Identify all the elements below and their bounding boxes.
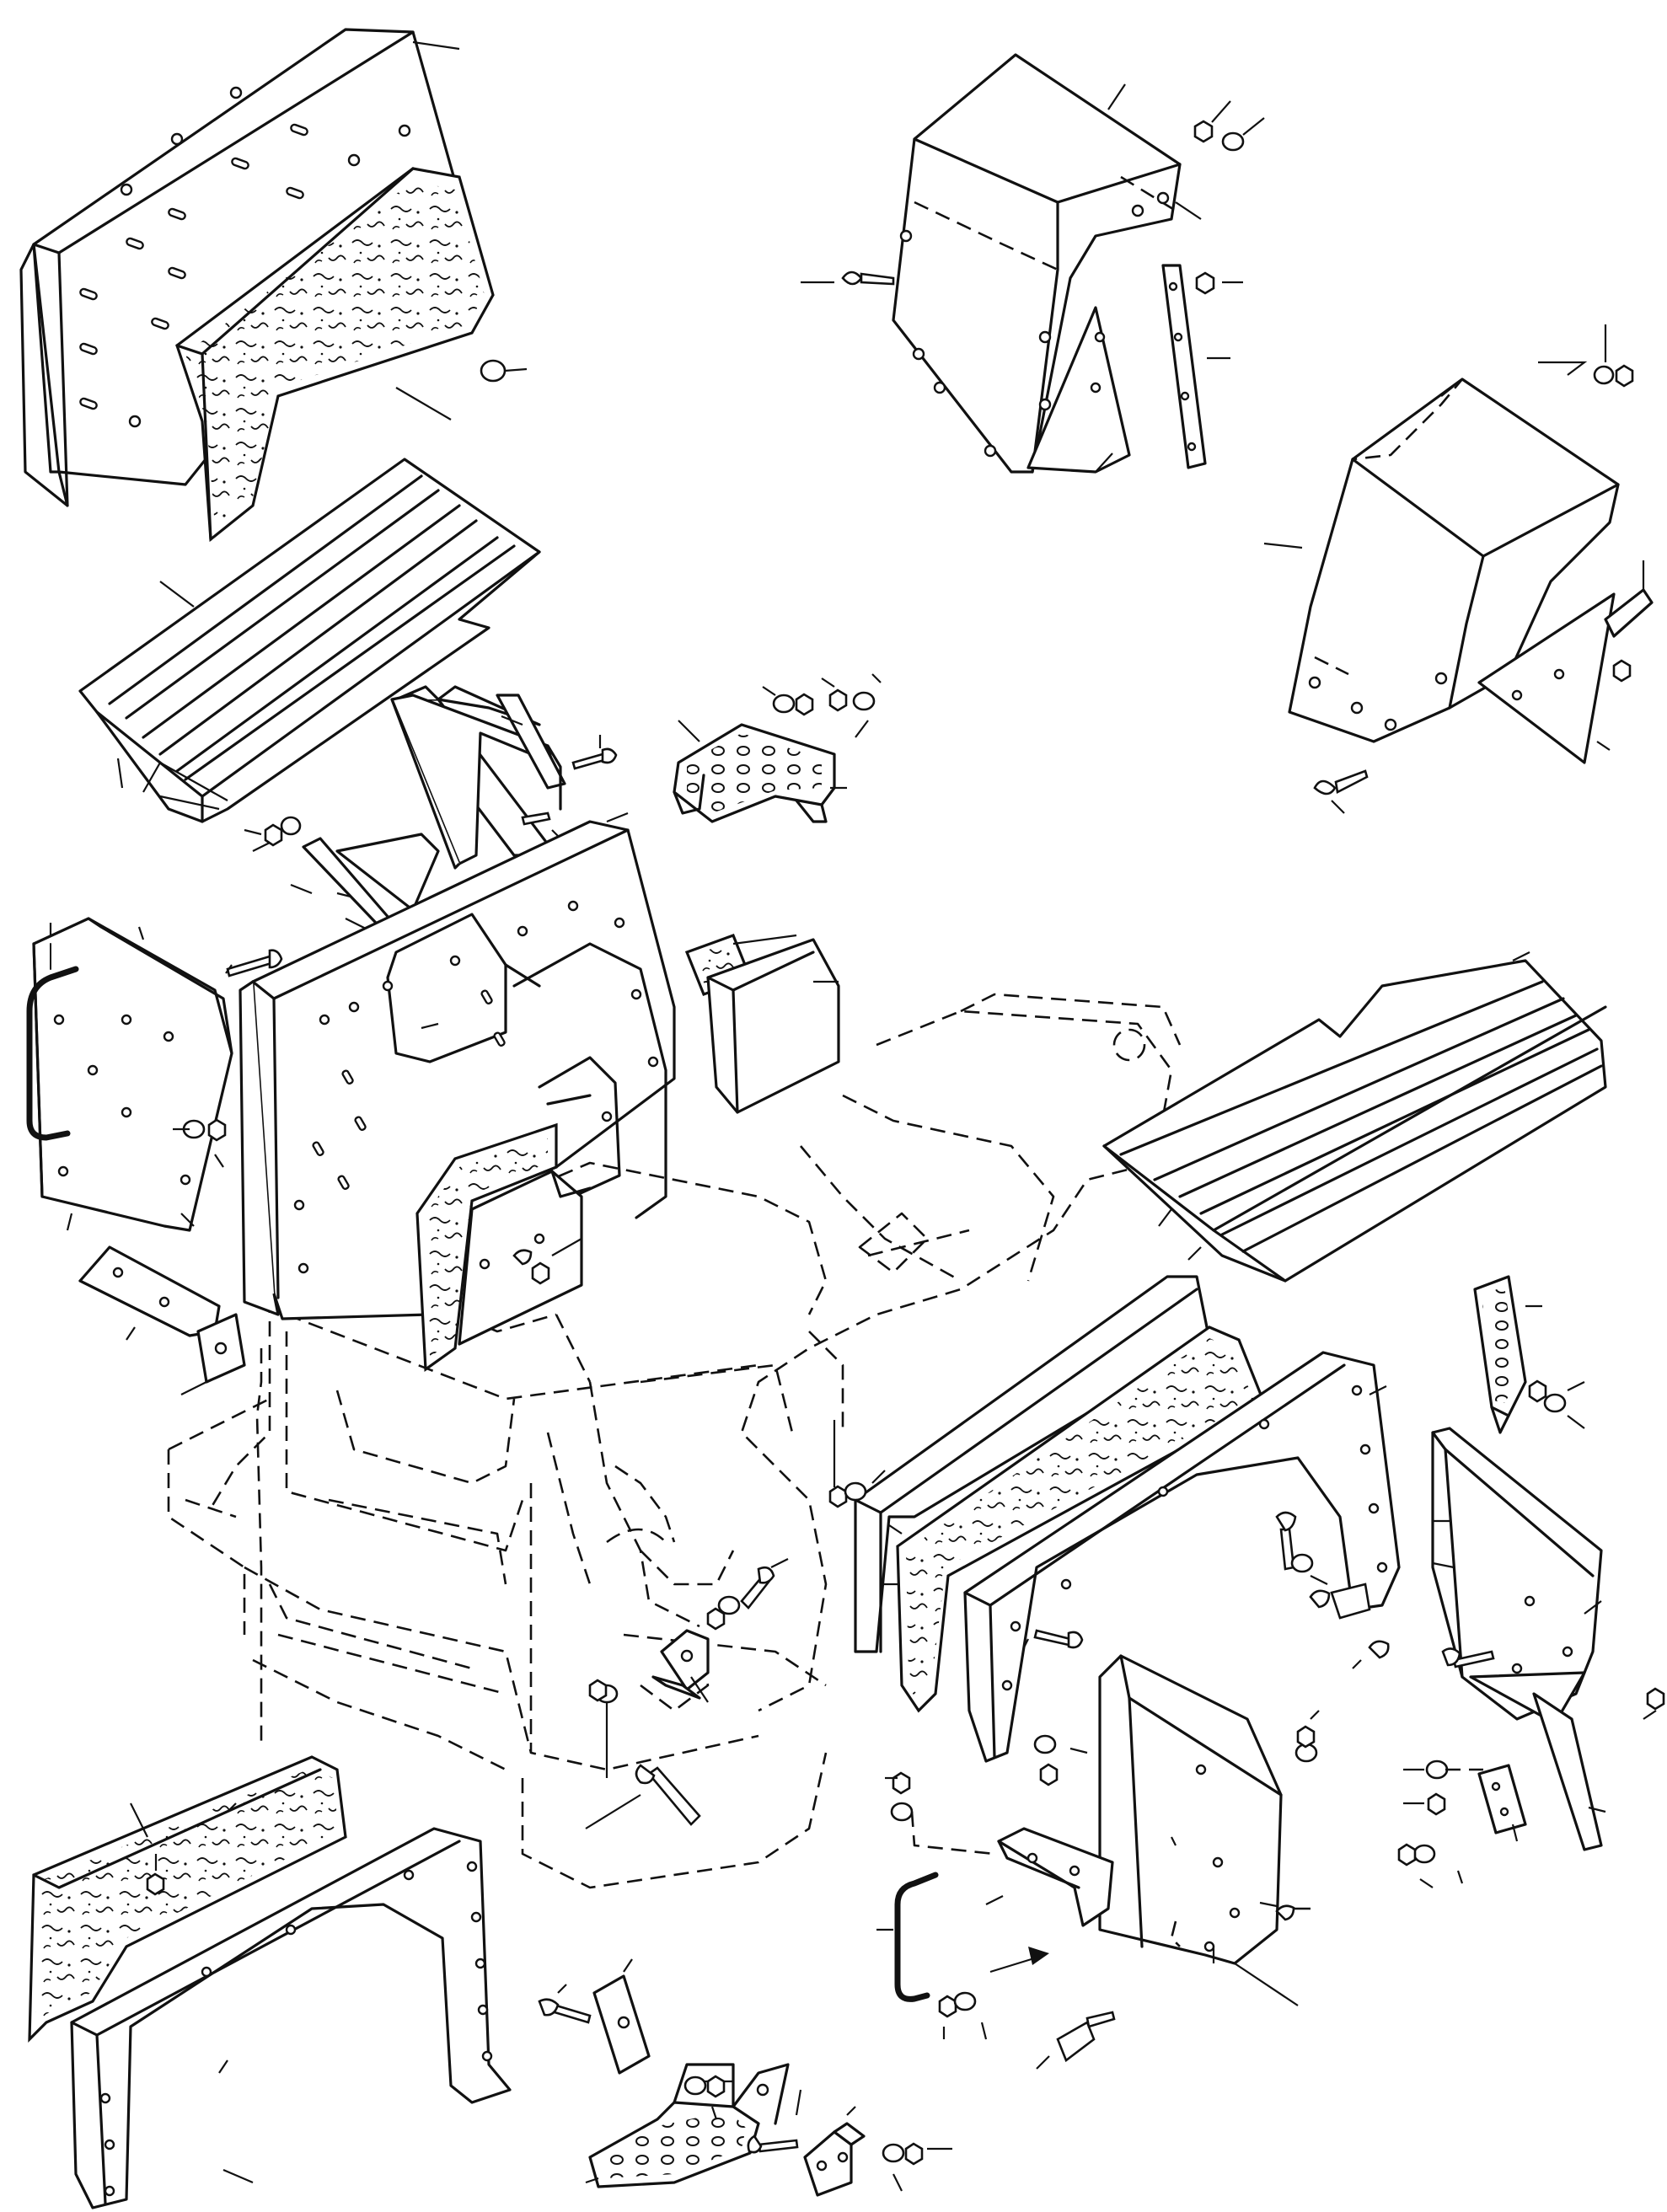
lower-right-handle — [876, 1872, 939, 2002]
panel-slots — [79, 86, 453, 428]
center-nut-washer-2 — [244, 816, 302, 852]
top-left-side-panel — [19, 28, 486, 507]
top-center-cover — [892, 53, 1202, 474]
center-channel-bracket — [390, 694, 566, 870]
main-panel-stiffener — [706, 938, 840, 1114]
right-rail-nut — [828, 1470, 903, 1534]
left-door-panel — [32, 917, 233, 1232]
top-left-foam-pad — [175, 167, 495, 543]
bottom-angle-bracket — [803, 2106, 866, 2197]
top-right-gusset — [1477, 592, 1616, 764]
lower-right-nut-washers — [885, 1710, 1320, 2040]
right-side-nut-washers — [1397, 1687, 1665, 1888]
right-step-plate — [1473, 1275, 1585, 1434]
lower-left-nut — [146, 1854, 165, 1896]
left-bracket-angle — [78, 1245, 246, 1395]
main-panel-side-bracket — [458, 1170, 592, 1346]
center-step-plate — [673, 720, 847, 823]
arrow-indicator — [989, 1947, 1049, 1974]
lower-right-side-panel — [1098, 1654, 1299, 2006]
lower-right-bracket — [985, 1827, 1114, 1927]
lower-left-foam — [28, 1755, 347, 2043]
right-fender-foam — [881, 1326, 1267, 1713]
center-nut-washer-set — [762, 673, 882, 738]
bottom-nut-washer-2 — [882, 2142, 952, 2192]
bottom-bolt-1 — [538, 1984, 592, 2024]
right-side-bolt — [1441, 1647, 1495, 1668]
right-side-gusset — [1469, 1671, 1606, 1851]
door-handle — [26, 943, 79, 1141]
top-right-bolt — [1313, 769, 1369, 814]
bottom-bolt-2 — [747, 2089, 802, 2154]
right-fender-bolt-2 — [1023, 1629, 1390, 1669]
top-right-strip — [1604, 560, 1654, 638]
right-fender-bolt-1 — [1275, 1511, 1328, 1585]
left-door-nut-washer — [173, 1118, 227, 1168]
right-fender-rail — [833, 1275, 1211, 1653]
top-right-cover — [1263, 378, 1620, 743]
lower-right-bolt — [1036, 1901, 1311, 2070]
main-center-panel — [239, 811, 676, 1320]
floor-plate-right — [1102, 951, 1607, 1283]
nut-top-2 — [1195, 271, 1243, 295]
floor-plate-left — [78, 458, 541, 823]
lower-left-fender-panel — [70, 1802, 512, 2209]
right-fender-panel — [963, 1351, 1401, 1763]
chassis-bolt — [588, 1558, 789, 1778]
bottom-nut-washer-1 — [683, 2075, 726, 2120]
center-bolt-1 — [521, 735, 618, 839]
bottom-bracket-plate — [592, 1958, 651, 2075]
top-center-cover-bolt — [801, 270, 895, 286]
right-side-panel — [1431, 1427, 1603, 1721]
chassis-bracket — [651, 1629, 710, 1703]
nut-washer-top-right — [1538, 324, 1634, 683]
angle-strip-1 — [1161, 264, 1230, 469]
plug-cap — [480, 359, 528, 383]
nut-washer-top-1 — [1193, 100, 1265, 152]
gusset-plate-1 — [1026, 306, 1131, 474]
main-panel-bolt — [225, 949, 283, 977]
lower-right-long-bolt — [585, 1764, 701, 1829]
